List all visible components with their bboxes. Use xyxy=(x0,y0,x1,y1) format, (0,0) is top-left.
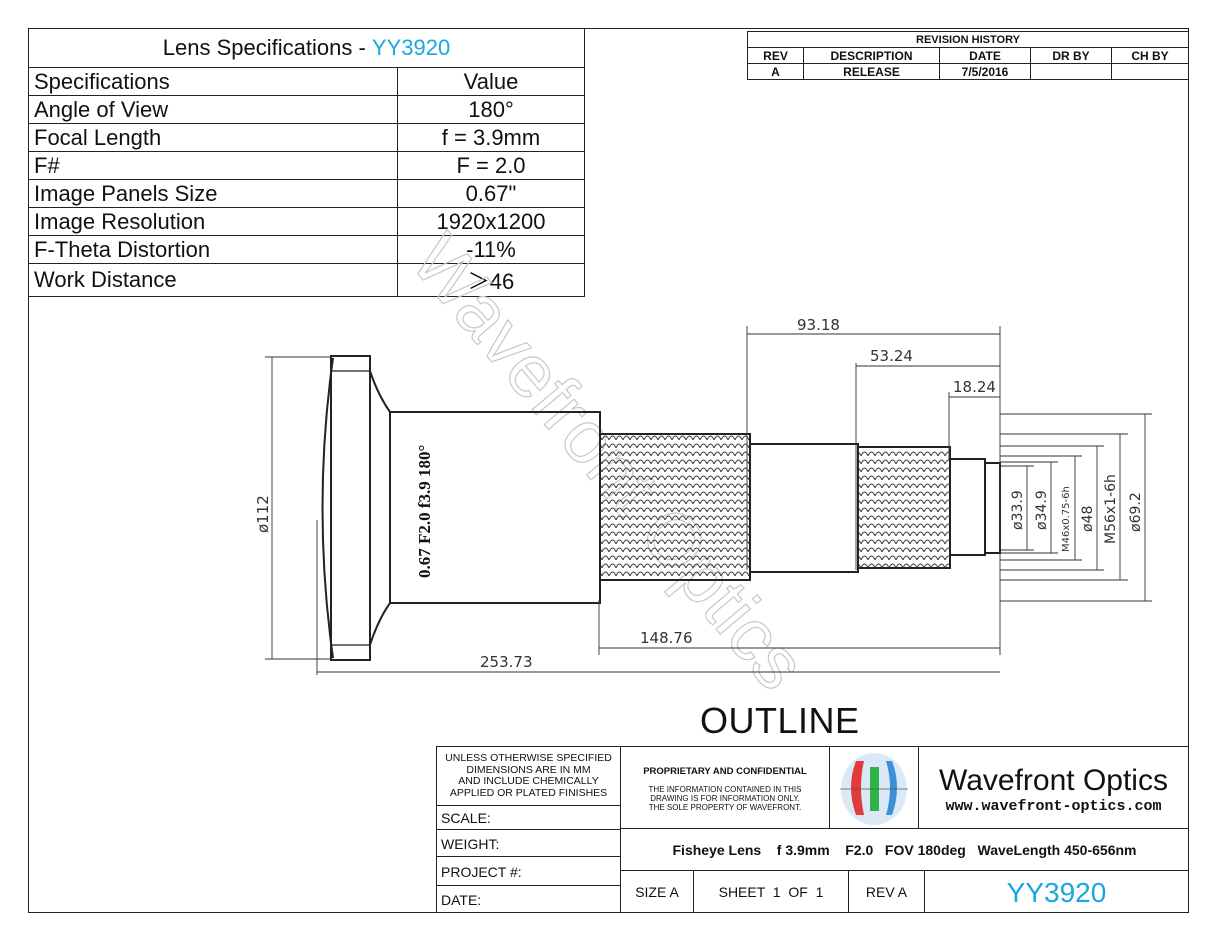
company-name: Wavefront Optics xyxy=(939,764,1168,797)
weight-field: WEIGHT: xyxy=(436,829,621,857)
proprietary-line: THE SOLE PROPERTY OF WAVEFRONT. xyxy=(648,803,802,812)
drawing-title: OUTLINE xyxy=(700,700,860,741)
title-block: UNLESS OTHERWISE SPECIFIED DIMENSIONS AR… xyxy=(436,746,1189,913)
scale-field: SCALE: xyxy=(436,805,621,830)
spec-row: F#F = 2.0 xyxy=(28,151,585,180)
plain-section xyxy=(749,443,859,573)
lens-description: Fisheye Lens f 3.9mm F2.0 FOV 180deg Wav… xyxy=(620,828,1189,871)
spec-value: F = 2.0 xyxy=(397,151,585,180)
dim-dia-48: ø48 xyxy=(1080,506,1096,532)
proprietary-text: THE INFORMATION CONTAINED IN THIS DRAWIN… xyxy=(621,785,829,812)
spec-value: -11% xyxy=(397,235,585,264)
project-field: PROJECT #: xyxy=(436,856,621,886)
spec-name: Angle of View xyxy=(28,95,398,124)
proprietary-box: PROPRIETARY AND CONFIDENTIAL THE INFORMA… xyxy=(620,746,830,829)
spec-value: 1920x1200 xyxy=(397,207,585,236)
spec-value: f = 3.9mm xyxy=(397,123,585,152)
dim-253-73: 253.73 xyxy=(480,653,533,671)
rev-cell xyxy=(1111,63,1189,80)
date-field: DATE: xyxy=(436,885,621,913)
thread-m56 xyxy=(599,433,751,581)
sheet-field: SHEET 1 OF 1 xyxy=(693,870,849,913)
spec-name: Focal Length xyxy=(28,123,398,152)
dim-148-76: 148.76 xyxy=(640,629,693,647)
spec-value: ＞46 xyxy=(397,263,585,297)
front-flange xyxy=(330,355,371,661)
rev-cell: 7/5/2016 xyxy=(939,63,1031,80)
size-field: SIZE A xyxy=(620,870,694,913)
rear-ring xyxy=(984,462,1001,554)
rev-field: REV A xyxy=(848,870,925,913)
spec-table: Lens Specifications - YY3920 Specificati… xyxy=(28,28,585,297)
spec-name: Image Resolution xyxy=(28,207,398,236)
lens-logo-icon xyxy=(840,753,908,825)
note-line: DIMENSIONS ARE IN MM xyxy=(466,763,591,776)
thread-m46 xyxy=(857,446,951,569)
revision-row: A RELEASE 7/5/2016 xyxy=(747,63,1189,80)
lens-body xyxy=(321,355,1001,661)
dim-18-24: 18.24 xyxy=(953,378,996,396)
front-dome xyxy=(321,357,334,659)
dim-53-24: 53.24 xyxy=(870,347,913,365)
dim-dia-112: ø112 xyxy=(254,495,272,533)
spec-row: Work Distance＞46 xyxy=(28,263,585,297)
front-taper xyxy=(369,370,391,646)
spec-title-prefix: Lens Specifications - xyxy=(162,35,372,60)
spec-title-model: YY3920 xyxy=(371,35,451,60)
note-line: APPLIED OR PLATED FINISHES xyxy=(449,786,608,799)
spec-value: 0.67" xyxy=(397,179,585,208)
proprietary-title: PROPRIETARY AND CONFIDENTIAL xyxy=(643,766,807,777)
dimension-labels: 93.18 53.24 18.24 148.76 253.73 ø112 ø33… xyxy=(254,316,1144,671)
company-website: www.wavefront-optics.com xyxy=(945,798,1162,815)
company-box: Wavefront Optics www.wavefront-optics.co… xyxy=(918,746,1189,829)
dim-dia-34-9: ø34.9 xyxy=(1034,490,1050,530)
dim-thread-m46: M46x0.75-6h xyxy=(1061,486,1072,552)
rear-step xyxy=(949,458,986,556)
rev-cell: RELEASE xyxy=(803,63,940,80)
note-line: AND INCLUDE CHEMICALLY xyxy=(458,775,599,787)
part-number: YY3920 xyxy=(924,870,1189,913)
dimension-lines xyxy=(265,326,1152,675)
proprietary-line: DRAWING IS FOR INFORMATION ONLY. xyxy=(650,794,800,803)
dim-dia-69-2: ø69.2 xyxy=(1128,492,1144,532)
spec-header-value: Value xyxy=(397,67,585,96)
tolerance-note: UNLESS OTHERWISE SPECIFIED DIMENSIONS AR… xyxy=(436,746,621,806)
lens-marking: 0.67 F2.0 f3.9 180° xyxy=(415,445,434,578)
revision-table: REVISION HISTORY REV DESCRIPTION DATE DR… xyxy=(747,31,1189,80)
company-logo xyxy=(829,746,919,829)
proprietary-line: THE INFORMATION CONTAINED IN THIS xyxy=(648,785,802,794)
dim-thread-m56: M56x1-6h xyxy=(1103,474,1119,544)
spec-value: 180° xyxy=(397,95,585,124)
dim-dia-33-9: ø33.9 xyxy=(1010,490,1026,530)
spec-name: F# xyxy=(28,151,398,180)
dim-93-18: 93.18 xyxy=(797,316,840,334)
rev-col-header: DESCRIPTION xyxy=(803,47,940,64)
spec-name: Work Distance xyxy=(28,263,398,297)
note-line: UNLESS OTHERWISE SPECIFIED xyxy=(445,752,612,764)
